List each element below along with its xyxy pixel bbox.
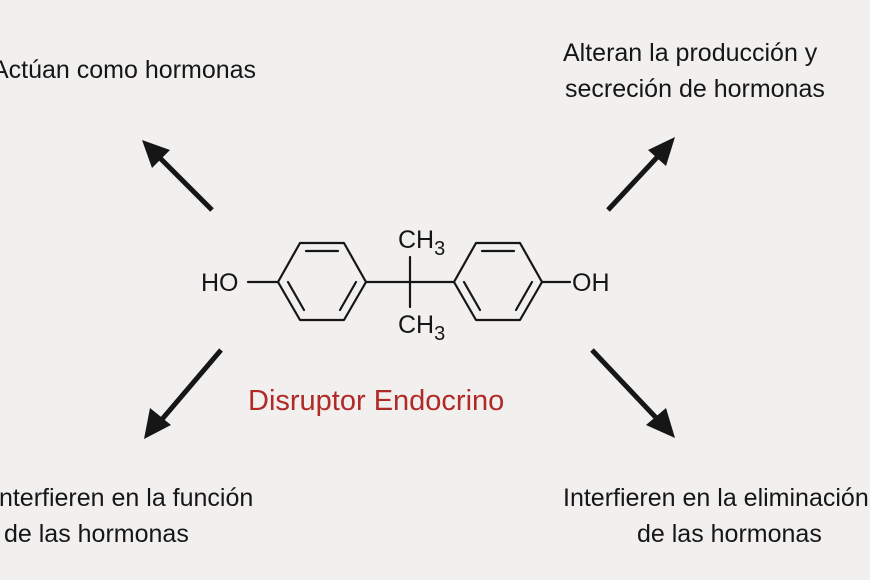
right-benzene-ring bbox=[452, 241, 544, 322]
arrow-top-left bbox=[142, 140, 214, 212]
arrow-bottom-right bbox=[590, 348, 675, 438]
methyl-top-main: CH bbox=[398, 226, 434, 254]
caption-top-right-line2: secreción de hormonas bbox=[565, 75, 825, 103]
left-benzene-ring bbox=[276, 241, 368, 322]
methyl-bottom-main: CH bbox=[398, 311, 434, 339]
hydroxyl-right-label: OH bbox=[572, 269, 610, 297]
center-title: Disruptor Endocrino bbox=[248, 385, 505, 417]
caption-top-right-line1: Alteran la producción y bbox=[563, 39, 818, 67]
methyl-bottom-subscript: 3 bbox=[434, 323, 445, 345]
arrow-bottom-left bbox=[144, 348, 223, 439]
bisphenol-molecule bbox=[246, 241, 572, 322]
hydroxyl-left-label: HO bbox=[201, 269, 239, 297]
caption-top-left: Actúan como hormonas bbox=[0, 56, 257, 84]
methyl-top-label: CH3 bbox=[398, 226, 445, 260]
caption-bottom-right-line2: de las hormonas bbox=[637, 520, 822, 548]
caption-bottom-left-line2: de las hormonas bbox=[4, 520, 189, 548]
caption-bottom-right-line1: Interfieren en la eliminación bbox=[563, 484, 869, 512]
caption-bottom-left-line1: Interfieren en la función bbox=[0, 484, 254, 512]
arrow-top-right bbox=[606, 137, 675, 212]
methyl-top-subscript: 3 bbox=[434, 238, 445, 260]
methyl-bottom-label: CH3 bbox=[398, 311, 445, 345]
